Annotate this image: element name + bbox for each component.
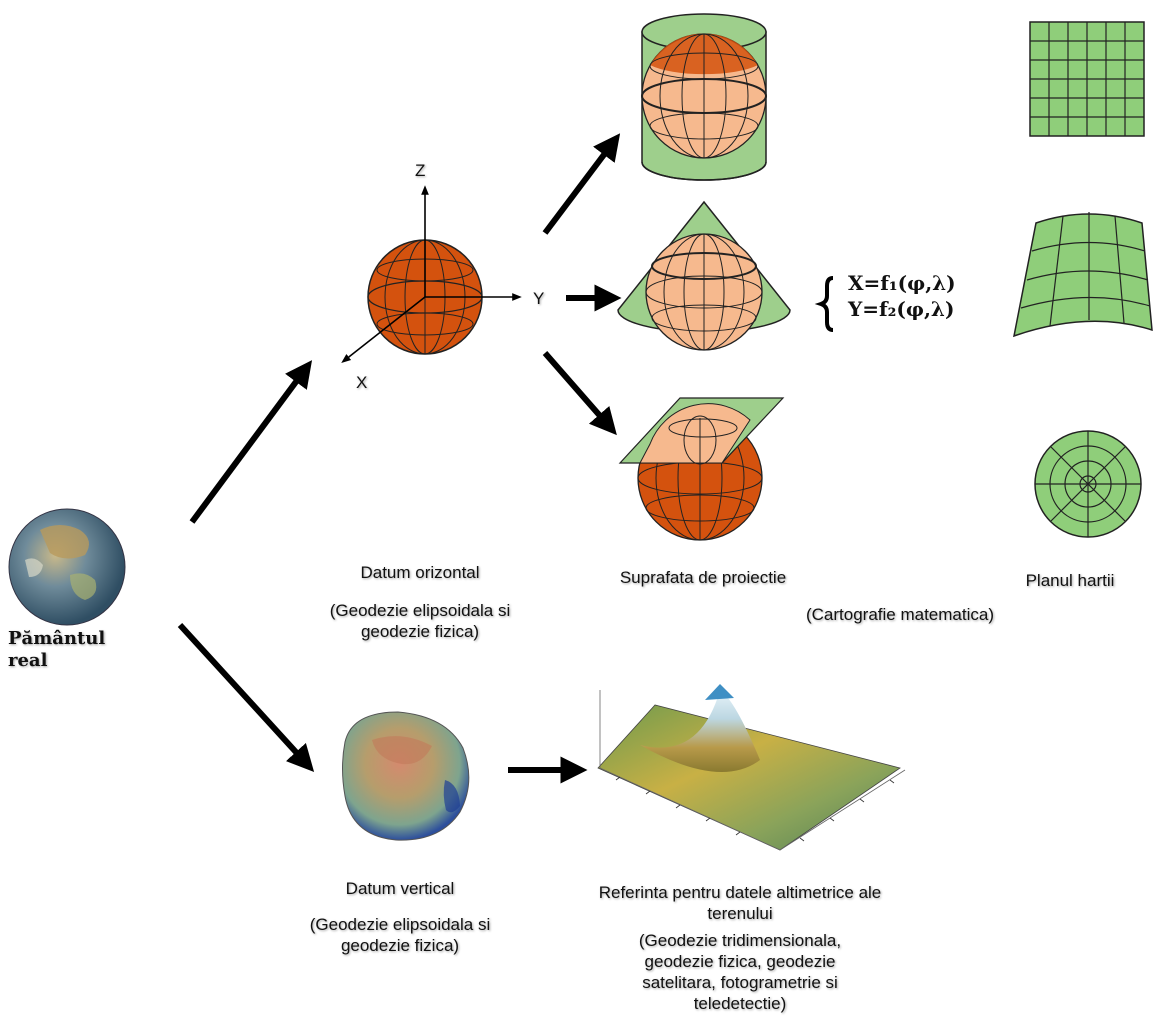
- arrow-to-plane: [542, 351, 617, 436]
- cylindrical-projection-surface: [641, 13, 767, 181]
- altimetric-reference-title-line2: terenului: [707, 904, 773, 923]
- horizontal-datum-note-line1: (Geodezie elipsoidala si: [329, 601, 511, 620]
- formula-y: Y=f₂(φ,λ): [848, 297, 955, 321]
- altimetric-reference-title: Referinta pentru datele altimetrice ale …: [560, 882, 920, 924]
- horizontal-datum-title: Datum orizontal: [360, 563, 480, 582]
- arrow-to-cylinder: [542, 133, 621, 235]
- projection-surface-title: Suprafata de proiectie: [619, 568, 787, 587]
- terrain-elevation-model: [597, 684, 906, 851]
- vertical-datum-title: Datum vertical: [345, 879, 455, 898]
- geoid-shape: [342, 711, 470, 841]
- x-axis: [341, 296, 426, 363]
- horizontal-datum-note-line2: geodezie fizica): [360, 622, 480, 641]
- map-plane-title: Planul hartii: [1025, 571, 1115, 590]
- horizontal-datum-note: (Geodezie elipsoidala si geodezie fizica…: [300, 600, 540, 642]
- formula-brace: [814, 276, 834, 332]
- vertical-datum-note-line1: (Geodezie elipsoidala si: [309, 915, 491, 934]
- conical-map-grid: [1013, 212, 1153, 338]
- x-axis-label: X: [356, 373, 368, 392]
- altimetric-reference-note: (Geodezie tridimensionala, geodezie fizi…: [580, 930, 900, 1014]
- real-earth-title-line1: Pământul: [8, 628, 106, 649]
- real-earth-title: Pământul real: [8, 628, 105, 672]
- arrow-to-vertical-datum: [177, 622, 315, 772]
- math-cartography-label: (Cartografie matematica): [805, 605, 994, 624]
- altimetric-reference-note-line2: geodezie fizica, geodezie: [644, 952, 836, 971]
- y-axis-label: Y: [533, 289, 545, 308]
- arrow-to-horizontal-datum: [189, 360, 313, 524]
- altimetric-reference-note-line1: (Geodezie tridimensionala,: [638, 931, 842, 950]
- azimuthal-map-grid: [1034, 430, 1142, 538]
- altimetric-reference-note-line4: teledetectie): [693, 994, 787, 1013]
- formula-x: X=f₁(φ,λ): [848, 271, 956, 295]
- projection-formulas: X=f₁(φ,λ) Y=f₂(φ,λ): [848, 270, 956, 322]
- ellipsoid-with-axes: [341, 185, 522, 363]
- planar-projection-surface: [618, 397, 785, 541]
- z-axis-label: Z: [415, 161, 426, 180]
- altimetric-reference-note-line3: satelitara, fotogrametrie si: [642, 973, 838, 992]
- real-earth-title-line2: real: [8, 650, 48, 671]
- vertical-datum-note-line2: geodezie fizica): [340, 936, 460, 955]
- vertical-datum-note: (Geodezie elipsoidala si geodezie fizica…: [280, 914, 520, 956]
- real-earth-globe: [8, 508, 126, 626]
- altimetric-reference-title-line1: Referinta pentru datele altimetrice ale: [598, 883, 882, 902]
- conical-projection-surface: [617, 200, 791, 351]
